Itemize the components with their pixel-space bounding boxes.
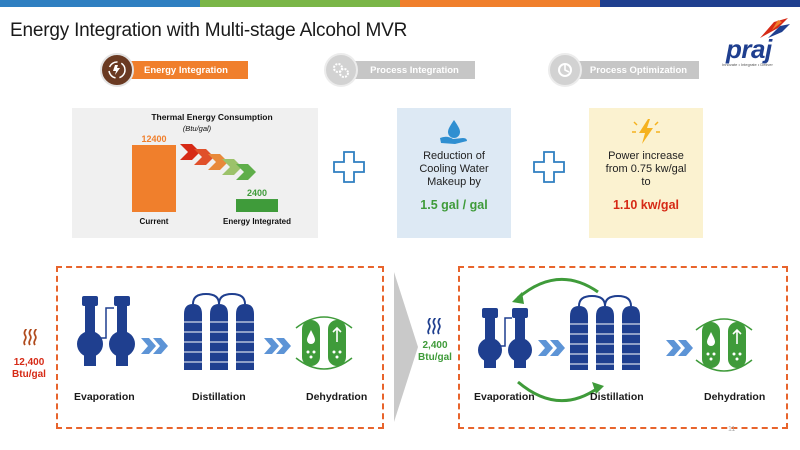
power-card: Power increase from 0.75 kw/gal to 1.10 … — [589, 108, 703, 238]
plus-icon — [333, 151, 365, 183]
heat-recycle-arrows-icon — [512, 278, 604, 402]
dehydration-beds-icon — [295, 316, 353, 370]
tab-label: Process Optimization — [566, 61, 699, 79]
tab-label: Process Integration — [342, 61, 475, 79]
heat-waves-icon — [427, 317, 441, 335]
logo-wordmark: praj — [726, 34, 772, 64]
bar-value-label-1: 2400 — [247, 188, 267, 198]
process-before-box — [56, 266, 384, 429]
bar-1 — [236, 199, 278, 212]
water-card-value: 1.5 gal / gal — [420, 198, 488, 212]
top-bar-segment-green — [200, 0, 400, 7]
evaporator-vessels-icon — [77, 296, 135, 366]
flow-arrow-icon — [141, 338, 168, 354]
water-card-line-1: Reduction of — [423, 150, 485, 162]
logo-bird-icon — [760, 18, 790, 38]
evaporator-vessels-icon — [478, 308, 532, 368]
distillation-columns-icon — [570, 294, 640, 370]
optimization-icon — [548, 53, 582, 87]
power-card-value: 1.10 kw/gal — [612, 198, 679, 212]
page-number: 11 — [728, 426, 736, 433]
top-bar-segment-navy — [600, 0, 800, 7]
heat-after-unit: Btu/gal — [418, 352, 452, 363]
chart-title: Thermal Energy Consumption — [151, 112, 272, 122]
page-title: Energy Integration with Multi-stage Alco… — [10, 20, 408, 41]
process-after-box — [458, 266, 788, 429]
water-card-line-3: Makeup by — [427, 176, 481, 188]
flow-arrow-icon — [538, 340, 565, 356]
distillation-columns-icon — [184, 292, 254, 370]
stage-evaporation-after: Evaporation — [474, 391, 535, 403]
stage-dehydration-before: Dehydration — [306, 391, 368, 403]
logo-tagline: Innovate • Integrate • Deliver — [722, 62, 773, 67]
power-card-line-2: from 0.75 kw/gal — [605, 163, 687, 175]
heat-before-unit: Btu/gal — [12, 369, 46, 380]
process-after-diagram — [478, 278, 753, 402]
chevron-3 — [208, 154, 228, 170]
water-drop-hand-icon — [440, 120, 467, 144]
chevron-5 — [236, 164, 256, 180]
bar-value-label-0: 12400 — [141, 134, 166, 144]
heat-before-value: 12,400 Btu/gal — [6, 357, 52, 381]
stage-distillation-after: Distillation — [590, 391, 644, 403]
top-color-bar — [0, 0, 800, 7]
plus-icon — [533, 151, 565, 183]
reduction-chevrons — [180, 144, 256, 180]
tab-label: Energy Integration — [118, 61, 248, 79]
thermal-energy-chart: Thermal Energy Consumption (Btu/gal) 124… — [132, 112, 291, 226]
flow-arrow-icon — [666, 340, 693, 356]
process-before-diagram — [77, 292, 353, 370]
stage-dehydration-after: Dehydration — [704, 391, 766, 403]
praj-logo: praj Innovate • Integrate • Deliver — [722, 16, 794, 70]
top-bar-segment-orange — [400, 0, 600, 7]
power-card-line-1: Power increase — [608, 150, 684, 162]
thermal-energy-chart-panel: Thermal Energy Consumption (Btu/gal) 124… — [72, 108, 318, 238]
lightning-icon — [632, 119, 660, 144]
cooling-water-card: Reduction of Cooling Water Makeup by 1.5… — [397, 108, 511, 238]
power-card-line-3: to — [641, 176, 651, 188]
chart-subtitle: (Btu/gal) — [183, 124, 212, 133]
flow-arrow-icon — [264, 338, 291, 354]
heat-before-number: 12,400 — [13, 357, 45, 368]
water-card-line-2: Cooling Water — [419, 163, 489, 175]
heat-after-number: 2,400 — [422, 340, 448, 351]
chevron-1 — [180, 144, 200, 160]
category-label-0: Current — [140, 217, 169, 226]
heat-waves-icon — [23, 328, 37, 346]
top-bar-segment-blue — [0, 0, 200, 7]
chevron-2 — [194, 149, 214, 165]
stage-evaporation-before: Evaporation — [74, 391, 135, 403]
heat-after-value: 2,400 Btu/gal — [414, 340, 456, 364]
category-label-1: Energy Integrated — [223, 217, 291, 226]
fire-energy-icon — [100, 53, 134, 87]
dehydration-beds-icon — [695, 318, 753, 372]
gears-icon — [324, 53, 358, 87]
stage-distillation-before: Distillation — [192, 391, 246, 403]
transition-arrow-icon — [394, 272, 418, 422]
chevron-4 — [222, 159, 242, 175]
bar-0 — [132, 145, 176, 212]
